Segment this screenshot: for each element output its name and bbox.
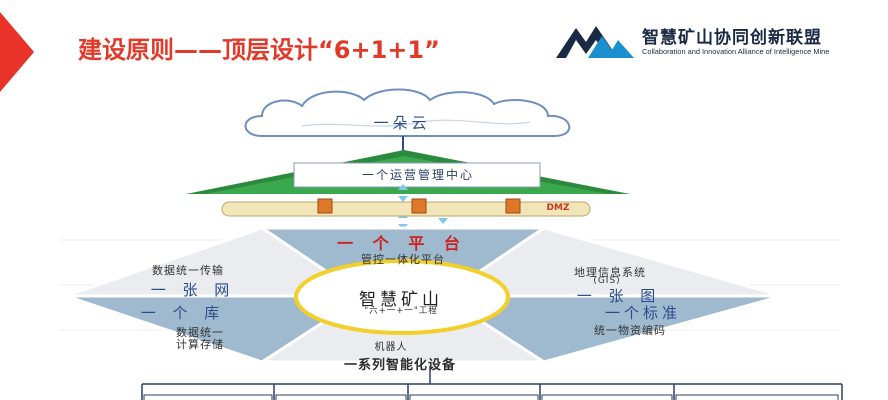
bottom-boxes bbox=[143, 394, 839, 400]
mountain-logo-icon bbox=[556, 26, 634, 58]
platform-title: 一 个 平 台 bbox=[337, 234, 467, 253]
one-network-label: 一 张 网 bbox=[150, 281, 236, 299]
cloud-label: 一朵云 bbox=[373, 114, 431, 132]
center-circle bbox=[294, 259, 510, 335]
one-library-label: 一 个 库 bbox=[140, 304, 226, 322]
management-center-box bbox=[293, 162, 541, 188]
one-map-label: 一 张 图 bbox=[576, 287, 662, 305]
gis-sub-label: (GIS) bbox=[593, 276, 621, 286]
center-title: 智慧矿山 bbox=[359, 290, 443, 310]
devices-label: 一系列智能化设备 bbox=[343, 358, 456, 373]
robot-label: 机器人 bbox=[374, 342, 408, 353]
firewall-icon-2 bbox=[411, 198, 427, 214]
center-subtitle: "六+一+一"工程 bbox=[364, 306, 438, 316]
data-transfer-label: 数据统一传输 bbox=[152, 264, 224, 277]
dmz-bar bbox=[221, 201, 591, 217]
firewall-icon-3 bbox=[505, 198, 521, 214]
data-storage-label-2: 计算存储 bbox=[176, 338, 224, 351]
bottom-connectors bbox=[141, 366, 843, 400]
platform-subtitle: 管控一体化平台 bbox=[361, 253, 445, 266]
one-standard-label: 一个标准 bbox=[604, 304, 681, 322]
standard-subtitle: 统一物资编码 bbox=[594, 324, 666, 337]
slide-title: 建设原则——顶层设计“6+1+1” bbox=[78, 36, 440, 64]
firewall-icon-1 bbox=[317, 198, 333, 214]
data-storage-label-1: 数据统一 bbox=[176, 326, 224, 339]
logo-name-en: Collaboration and Innovation Alliance of… bbox=[642, 47, 830, 56]
management-center-label: 一个运营管理中心 bbox=[361, 168, 474, 182]
gis-label: 地理信息系统 bbox=[574, 266, 646, 279]
dmz-label: DMZ bbox=[546, 203, 570, 213]
corner-accent-triangle bbox=[0, 12, 34, 92]
logo-name-cn: 智慧矿山协同创新联盟 bbox=[642, 28, 822, 48]
